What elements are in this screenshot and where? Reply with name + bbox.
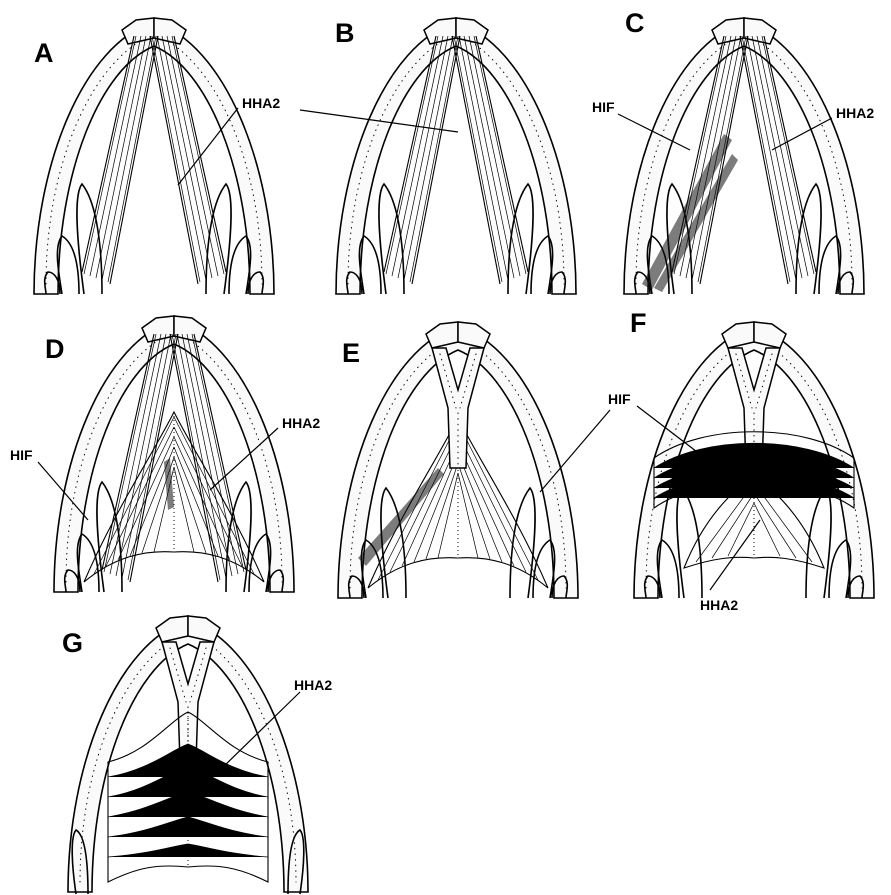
- label-hha2-c: HHA2: [836, 105, 874, 121]
- jaw-diagram-b: [336, 18, 576, 294]
- panel-a: A HHA2: [34, 18, 280, 294]
- label-hif-c: HIF: [592, 99, 615, 115]
- jaw-diagram-f: [634, 322, 874, 598]
- panel-letter-f: F: [630, 308, 647, 338]
- label-hif-d: HIF: [10, 447, 33, 463]
- label-hha2-f: HHA2: [700, 597, 738, 613]
- label-hha2-g: HHA2: [294, 677, 332, 693]
- panel-g: G HHA2: [62, 616, 332, 894]
- panel-d: D HIF HHA2: [10, 316, 320, 592]
- panel-letter-g: G: [62, 628, 83, 658]
- jaw-diagram-e: [338, 322, 578, 598]
- panel-c: C HIF HHA2: [592, 8, 874, 294]
- panel-b: B: [300, 18, 576, 294]
- jaw-diagram-c: [624, 18, 864, 294]
- panel-letter-a: A: [34, 38, 54, 68]
- jaw-diagram-g: [68, 616, 308, 894]
- jaw-diagram-a: [34, 18, 274, 294]
- label-hha2-d: HHA2: [282, 415, 320, 431]
- panel-f: F HHA2: [630, 308, 874, 613]
- label-hif-e: HIF: [608, 391, 631, 407]
- jaw-diagram-d: [54, 316, 294, 592]
- panel-letter-b: B: [335, 18, 355, 48]
- leader-line-f-hha2: [710, 520, 760, 590]
- panel-letter-d: D: [45, 334, 65, 364]
- panel-letter-c: C: [625, 8, 645, 38]
- panel-e: E HIF: [338, 322, 631, 598]
- panel-letter-e: E: [342, 338, 360, 368]
- label-hha2-a: HHA2: [242, 95, 280, 111]
